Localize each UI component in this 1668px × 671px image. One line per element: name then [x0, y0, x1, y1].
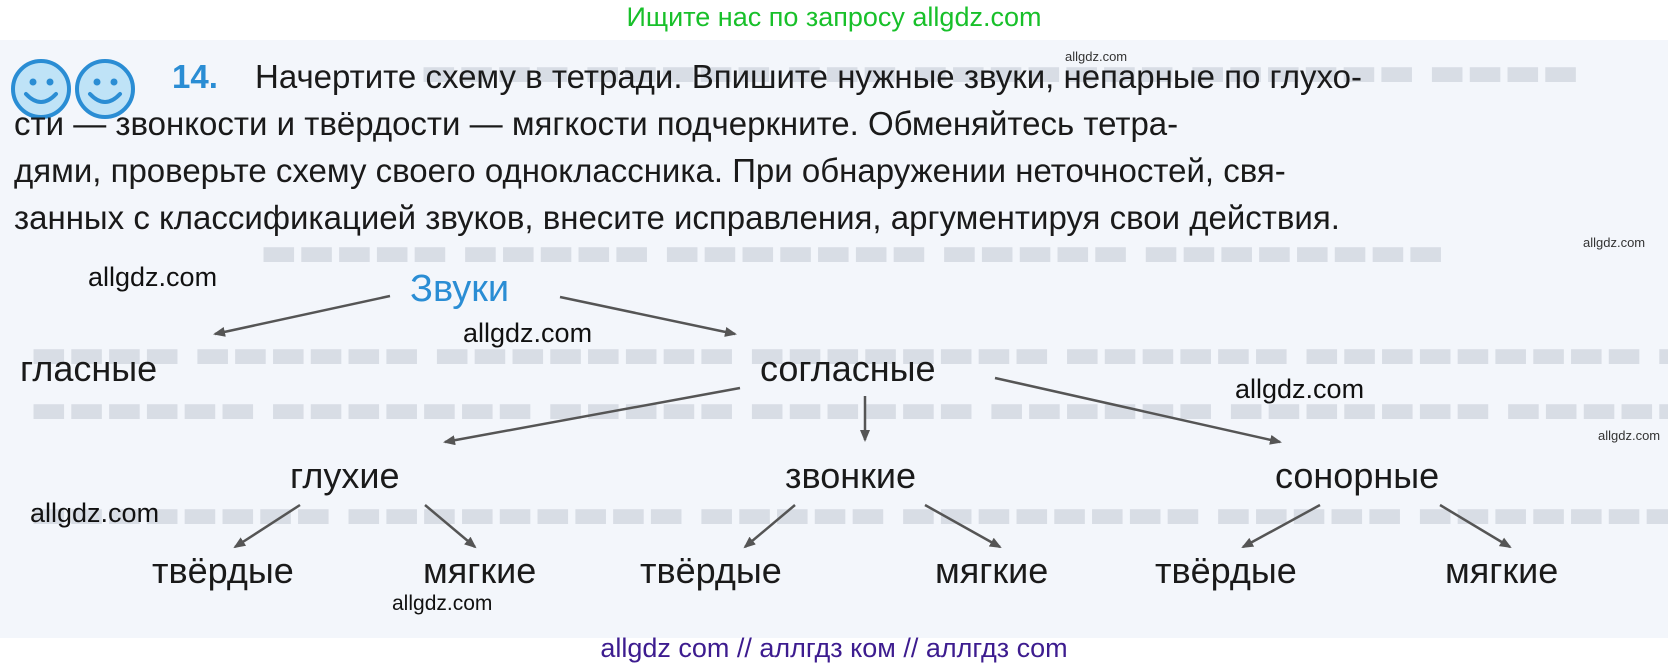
bottom-banner[interactable]: allgdz com // аллгдз ком // аллгдз com — [600, 633, 1068, 663]
scheme-node-consonants: согласные — [760, 348, 936, 389]
watermark: allgdz.com — [1583, 235, 1646, 250]
smiley-icon — [11, 59, 71, 119]
watermark: allgdz.com — [1598, 428, 1661, 443]
task-text-line-1: Начертите схему в тетради. Впишите нужны… — [255, 58, 1363, 95]
scheme-leaf-sonorant-hard: твёрдые — [1155, 550, 1297, 591]
watermark: allgdz.com — [1235, 374, 1365, 404]
scheme-root: Звуки — [410, 268, 510, 310]
task-text-line-2: сти — звонкости и твёрдости — мягкости п… — [14, 105, 1179, 142]
scheme-leaf-voiced-hard: твёрдые — [640, 550, 782, 591]
partner-work-icon — [11, 59, 135, 119]
task-text-line-4: занных с классификацией звуков, внесите … — [14, 199, 1340, 236]
task-text-line-3: дями, проверьте схему своего одноклассни… — [14, 152, 1286, 189]
scheme-node-sonorant: сонорные — [1275, 455, 1440, 496]
bleed-through-text: ▬▬▬▬ ▬▬▬▬▬ ▬▬▬ ▬▬▬▬▬▬▬ ▬▬▬▬▬▬ ▬▬▬▬ — [420, 49, 1580, 95]
scheme-leaf-voiceless-hard: твёрдые — [152, 550, 294, 591]
arrow — [1241, 503, 1321, 549]
arrow — [743, 504, 796, 549]
task-number: 14. — [172, 58, 218, 95]
scheme-leaf-sonorant-soft: мягкие — [1445, 550, 1559, 591]
arrow — [443, 386, 741, 446]
arrow — [1439, 503, 1512, 549]
scheme-node-vowels: гласные — [20, 348, 158, 389]
bleed-through-text: ▬▬▬▬▬▬ ▬▬▬▬▬▬▬ ▬▬▬▬▬ ▬▬▬▬▬▬ ▬▬▬▬▬▬ ▬▬▬▬▬… — [30, 386, 1668, 432]
arrow — [424, 504, 477, 549]
watermark: allgdz.com — [463, 318, 593, 348]
page-background: ▬▬▬▬ ▬▬▬▬▬ ▬▬▬ ▬▬▬▬▬▬▬ ▬▬▬▬▬▬ ▬▬▬▬ ▬▬▬▬▬… — [0, 40, 1668, 638]
watermark: allgdz.com — [392, 592, 493, 615]
watermark: allgdz.com — [1065, 49, 1128, 64]
arrow — [559, 295, 737, 337]
smiley-icon — [75, 59, 135, 119]
bleed-through-text: ▬▬▬▬ ▬▬▬▬▬▬ ▬▬▬▬▬▬▬▬ ▬▬▬▬▬▬▬▬ ▬▬▬▬▬▬ ▬▬▬… — [30, 331, 1668, 377]
scheme-node-voiceless: глухие — [290, 455, 400, 496]
scheme-leaf-voiced-soft: мягкие — [935, 550, 1049, 591]
bleed-through-text: ▬▬▬▬▬ ▬▬▬▬▬ ▬▬▬▬▬▬▬ ▬▬▬▬▬ ▬▬▬▬▬▬▬▬ — [260, 229, 1445, 275]
scheme-leaf-voiceless-soft: мягкие — [423, 550, 537, 591]
top-banner[interactable]: Ищите нас по запросу allgdz.com — [626, 2, 1042, 32]
arrow — [233, 503, 301, 549]
arrow — [924, 503, 1002, 549]
scheme-node-voiced: звонкие — [785, 455, 917, 496]
watermark: allgdz.com — [30, 498, 160, 528]
arrow — [994, 376, 1282, 445]
arrow — [213, 294, 391, 337]
watermark: allgdz.com — [88, 262, 218, 292]
bleed-through-text: ▬▬▬▬▬▬▬▬ ▬▬▬▬▬▬▬▬▬ ▬▬▬▬▬ ▬▬▬▬▬▬▬▬ ▬▬▬▬▬ … — [30, 491, 1668, 537]
